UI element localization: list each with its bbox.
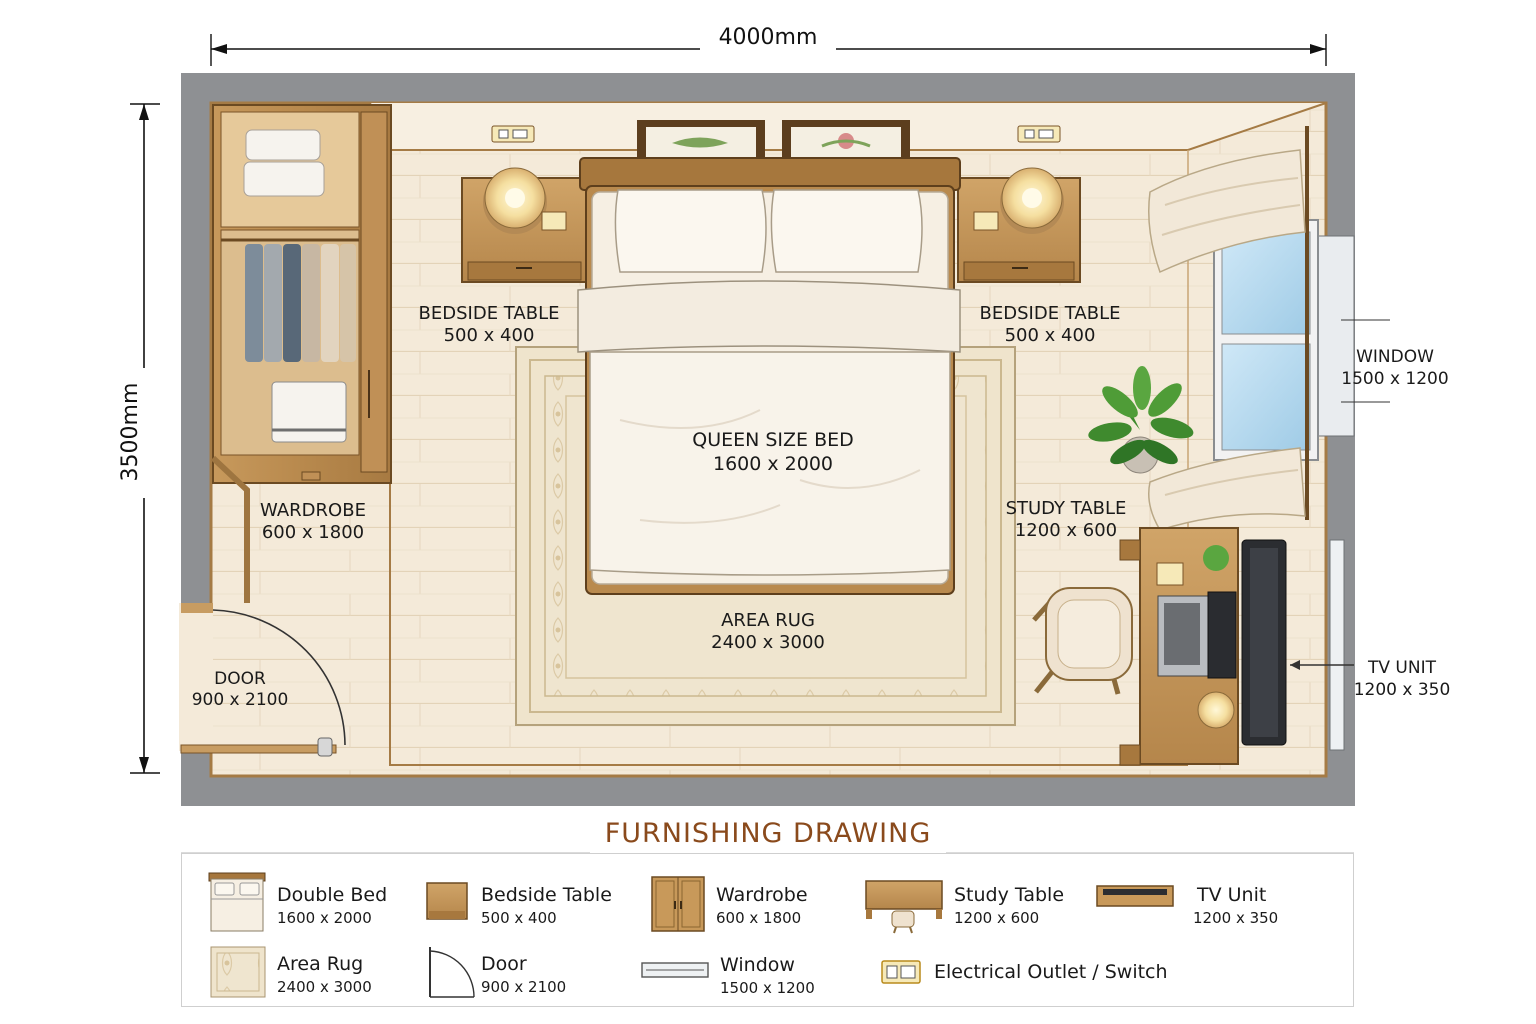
svg-text:STUDY TABLE: STUDY TABLE [1006,498,1127,519]
legend-name: Window [720,954,795,976]
label-door: DOOR 900 x 2100 [192,669,289,710]
svg-text:1600 x 2000: 1600 x 2000 [713,453,833,475]
label-bedside-left: BEDSIDE TABLE 500 x 400 [419,303,560,346]
svg-text:600 x 1800: 600 x 1800 [262,522,364,543]
study-chair[interactable] [1032,587,1133,695]
bedside-table-left[interactable] [461,167,588,283]
door[interactable] [179,603,346,757]
svg-text:AREA RUG: AREA RUG [721,610,815,631]
legend-size: 500 x 400 [481,909,557,927]
legend-name: Electrical Outlet / Switch [934,961,1168,983]
area-rug-icon [210,946,266,998]
svg-text:QUEEN SIZE BED: QUEEN SIZE BED [692,429,854,451]
queen-size-bed[interactable] [577,157,961,595]
window-icon [641,962,709,978]
potted-plant [1088,366,1194,474]
label-rug: AREA RUG 2400 x 3000 [711,610,825,653]
legend-name: Study Table [954,884,1065,906]
svg-text:500 x 400: 500 x 400 [1005,325,1096,346]
legend-name: Wardrobe [716,884,808,906]
electrical-outlet-icon [881,960,921,984]
legend-size: 2400 x 3000 [277,978,372,996]
wardrobe-icon [651,876,705,932]
legend: Double Bed 1600 x 2000 Bedside Table 500… [181,853,1354,1007]
electrical-outlet-icon [1017,125,1061,143]
legend-name: Door [481,953,527,975]
door-icon [429,947,475,998]
svg-text:WINDOW: WINDOW [1356,347,1434,367]
window[interactable] [1213,126,1355,751]
svg-text:BEDSIDE TABLE: BEDSIDE TABLE [419,303,560,324]
legend-size: 1500 x 1200 [720,979,815,997]
double-bed-icon [208,872,266,932]
legend-size: 600 x 1800 [716,909,802,927]
svg-text:1500 x 1200: 1500 x 1200 [1341,369,1448,389]
width-dimension: 4000mm [210,22,1327,66]
svg-text:2400 x 3000: 2400 x 3000 [711,632,825,653]
height-label: 3500mm [118,383,143,482]
legend-size: 1600 x 2000 [277,909,372,927]
svg-text:500 x 400: 500 x 400 [444,325,535,346]
legend-title: FURNISHING DRAWING [604,818,932,849]
legend-size: 1200 x 600 [954,909,1040,927]
electrical-outlet-icon [491,125,535,143]
label-tv: TV UNIT 1200 x 350 [1354,658,1451,700]
bedside-table-right[interactable] [957,167,1081,283]
wall-art-right [782,120,910,162]
width-label: 4000mm [719,25,818,50]
svg-text:1200 x 350: 1200 x 350 [1354,680,1451,700]
height-dimension: 3500mm [116,103,160,774]
tv-unit[interactable] [1241,539,1287,746]
svg-text:1200 x 600: 1200 x 600 [1015,520,1117,541]
curtain-top [1148,149,1306,274]
legend-size: 1200 x 350 [1193,909,1279,927]
tv-unit-icon [1096,885,1174,907]
wall-art-left [637,120,765,162]
study-table-icon [865,880,943,934]
label-bed: QUEEN SIZE BED 1600 x 2000 [692,429,854,475]
svg-text:900 x 2100: 900 x 2100 [192,690,289,710]
label-wardrobe: WARDROBE 600 x 1800 [260,500,366,543]
legend-name: Double Bed [277,884,388,906]
svg-text:WARDROBE: WARDROBE [260,500,366,521]
bedside-table-icon [426,882,468,920]
wardrobe[interactable] [210,104,392,603]
svg-text:DOOR: DOOR [214,669,266,689]
label-bedside-right: BEDSIDE TABLE 500 x 400 [980,303,1121,346]
study-table[interactable] [1119,527,1239,766]
svg-text:TV UNIT: TV UNIT [1367,658,1437,678]
legend-name: Area Rug [277,953,364,975]
svg-text:BEDSIDE TABLE: BEDSIDE TABLE [980,303,1121,324]
legend-name: TV Unit [1197,884,1267,906]
legend-size: 900 x 2100 [481,978,567,996]
legend-name: Bedside Table [481,884,612,906]
label-study: STUDY TABLE 1200 x 600 [1006,498,1127,541]
label-window: WINDOW 1500 x 1200 [1341,347,1448,389]
curtain-bottom [1148,447,1306,531]
